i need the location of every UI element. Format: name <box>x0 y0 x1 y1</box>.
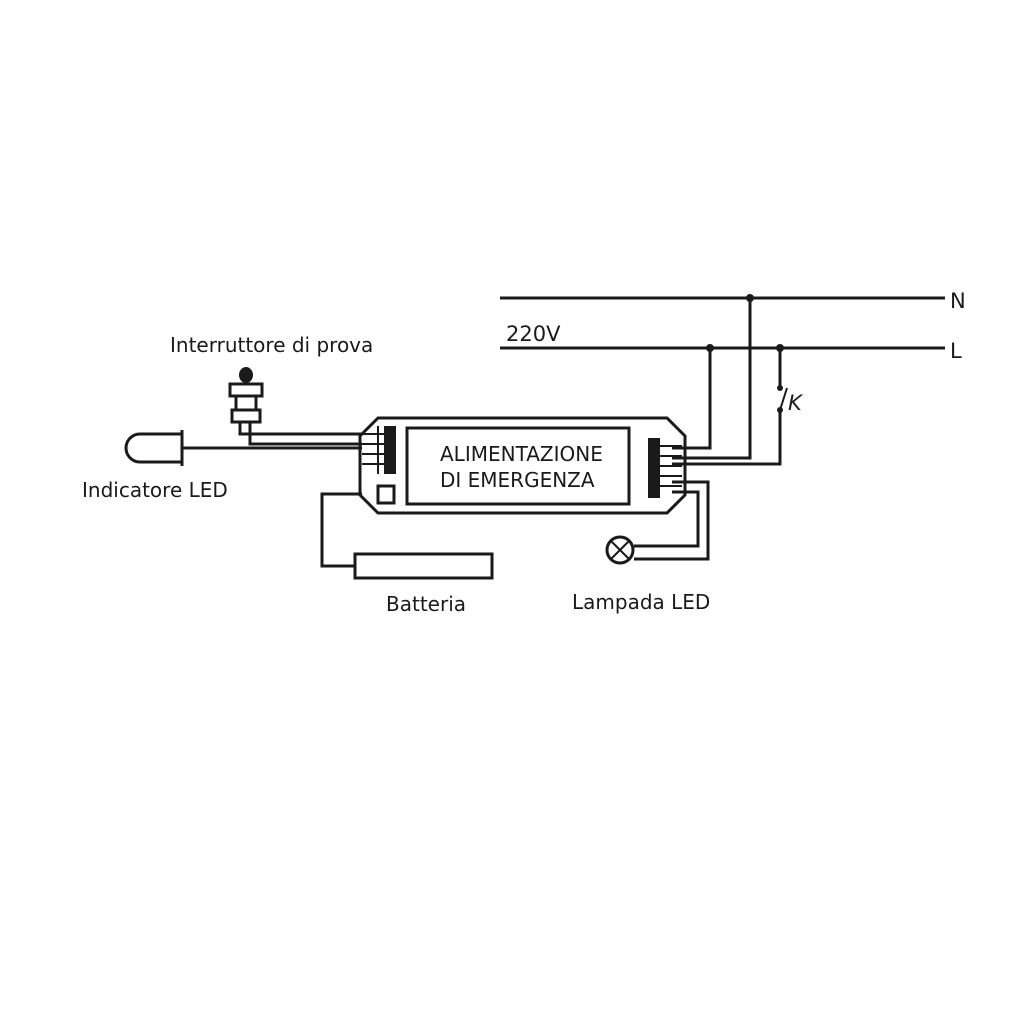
line-wire <box>672 348 712 450</box>
indicator-label: Indicatore LED <box>82 478 228 502</box>
neutral-wire <box>672 298 752 460</box>
unit-label-box <box>405 426 631 506</box>
test-switch-button <box>239 367 253 383</box>
left-terminal-block <box>384 426 396 474</box>
unit-housing <box>358 416 687 515</box>
led-body <box>124 432 184 464</box>
switch-k: K <box>777 385 804 415</box>
mains-lines: N L 220V <box>500 289 966 363</box>
lamp-label: Lampada LED <box>572 590 710 614</box>
unit-title-line1: ALIMENTAZIONE <box>440 442 603 466</box>
mains-to-unit-wires <box>672 298 782 466</box>
neutral-label: N <box>950 289 966 313</box>
test-switch-wire <box>238 422 362 436</box>
switched-line-wire-lower <box>672 410 782 466</box>
test-switch-label: Interruttore di prova <box>170 333 373 357</box>
lamp-symbol <box>605 535 635 565</box>
test-switch-wire <box>248 422 362 446</box>
battery-wire <box>320 492 362 568</box>
battery-label: Batteria <box>386 592 466 616</box>
battery-body <box>353 552 494 580</box>
line-label: L <box>950 339 962 363</box>
lamp-wire <box>634 490 700 548</box>
right-terminal-block <box>648 438 660 498</box>
emergency-unit: ALIMENTAZIONE DI EMERGENZA <box>358 416 687 515</box>
indicator-led: Indicatore LED <box>82 430 362 502</box>
unit-title-line2: DI EMERGENZA <box>440 468 595 492</box>
voltage-label: 220V <box>506 322 561 346</box>
battery-connector <box>376 484 396 505</box>
led-lamp: Lampada LED <box>572 480 710 614</box>
test-switch: Interruttore di prova <box>170 333 373 446</box>
switch-label: K <box>788 391 804 415</box>
lamp-wire <box>634 480 710 561</box>
battery: Batteria <box>320 492 494 616</box>
